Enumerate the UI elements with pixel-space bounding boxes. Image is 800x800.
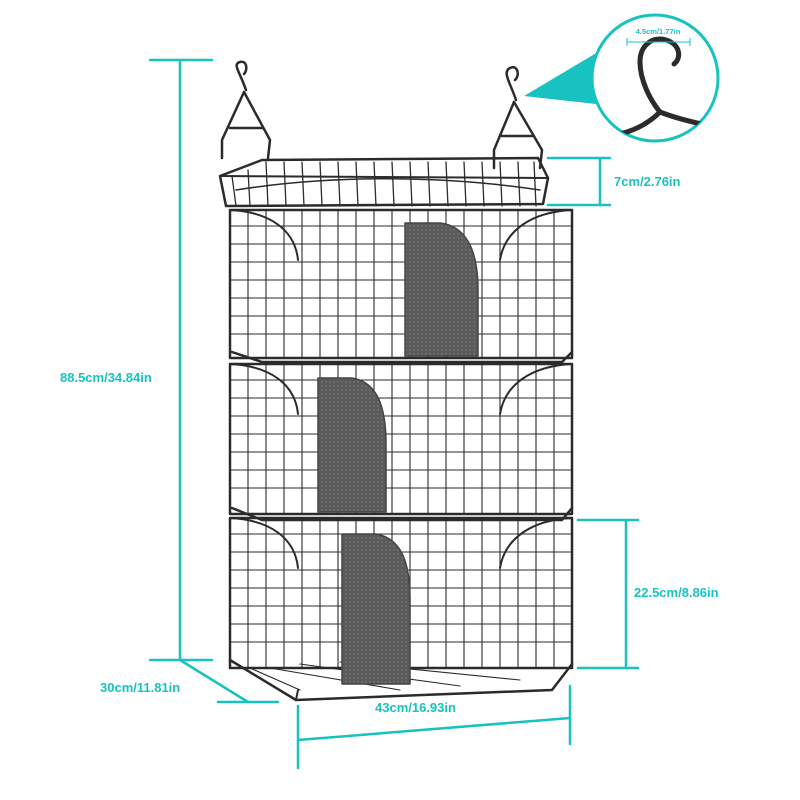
hook-closeup-icon	[637, 36, 682, 115]
hook-size-label: 4.5cm/1.77in	[636, 27, 681, 36]
tier-3-divider	[341, 533, 411, 685]
depth-dimension-line	[178, 658, 250, 704]
top-rail-basket	[218, 156, 550, 208]
dimension-lines	[148, 58, 640, 770]
width-dimension-line	[296, 716, 572, 742]
tier-height-label: 22.5cm/8.86in	[634, 585, 719, 600]
hook-detail-magnifier: 4.5cm/1.77in	[524, 13, 720, 143]
width-label: 43cm/16.93in	[375, 700, 456, 715]
tier-2-basket	[228, 362, 574, 522]
depth-label: 30cm/11.81in	[100, 680, 180, 695]
right-hanger-hook	[492, 65, 544, 170]
tier-2-divider	[317, 377, 387, 513]
tier-1-divider	[404, 222, 479, 357]
rail-height-label: 7cm/2.76in	[614, 174, 681, 189]
left-hanger-hook	[220, 60, 272, 160]
tier-1-basket	[228, 208, 574, 364]
magnifier-beam	[524, 52, 598, 104]
wire-basket-organizer	[218, 60, 574, 702]
height-label: 88.5cm/34.84in	[60, 370, 152, 385]
